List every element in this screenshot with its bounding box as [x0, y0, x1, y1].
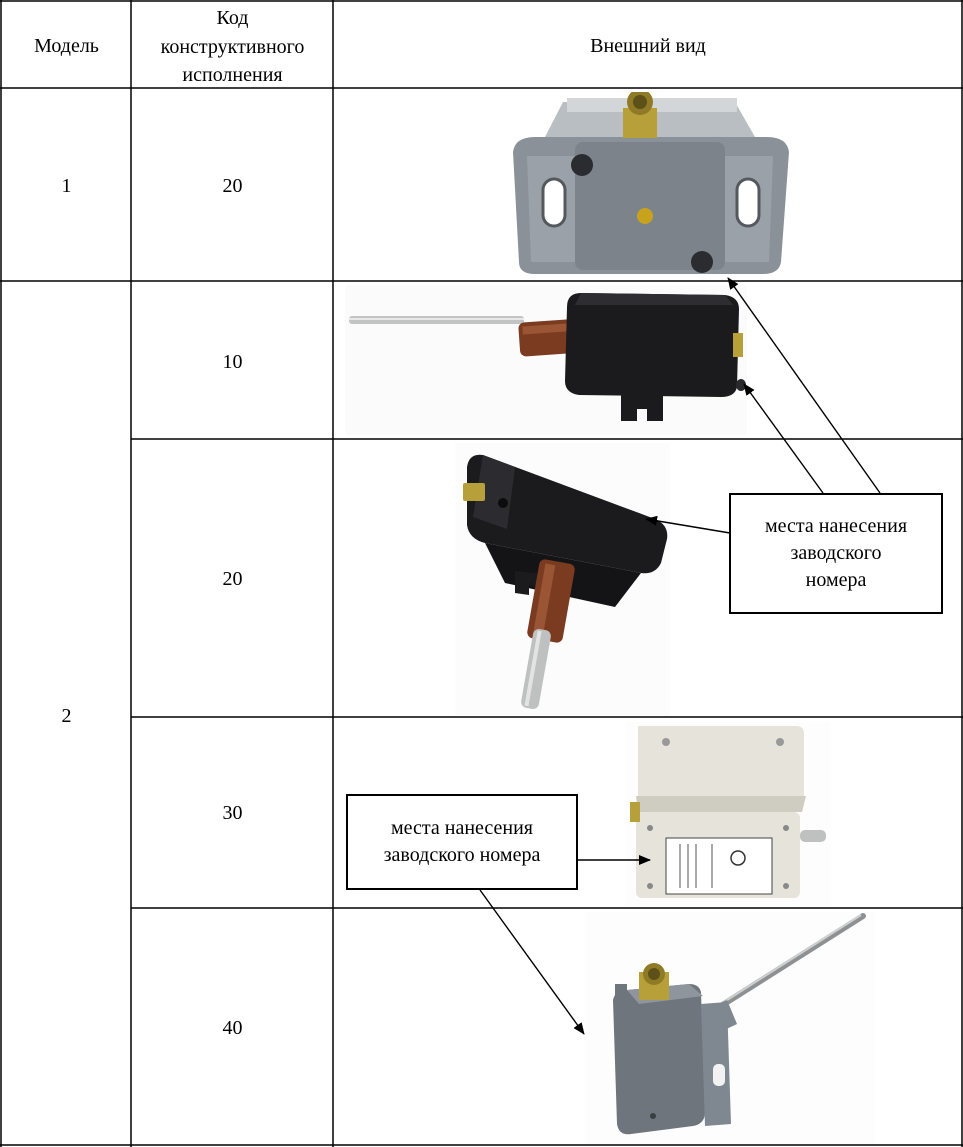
callout-upper-line3: номера	[805, 569, 867, 591]
sensor-black-angled-image	[455, 443, 670, 715]
header-code-line3: исполнения	[182, 64, 283, 86]
row3-code: 20	[222, 568, 243, 590]
callout-lower-line2: заводского номера	[383, 844, 541, 866]
row1-model: 1	[61, 175, 72, 197]
header-model: Модель	[34, 35, 99, 57]
callout-serial-number-upper: места нанесения заводского номера	[729, 493, 943, 614]
row5-code: 40	[222, 1017, 243, 1039]
row4-code: 30	[222, 802, 243, 824]
callout-upper-line1: места нанесения	[764, 515, 908, 537]
sensor-beige-housing-image	[626, 722, 831, 906]
header-code-line2: конструктивного	[160, 36, 305, 58]
sensor-black-probe-image	[345, 285, 747, 435]
callout-serial-number-lower: места нанесения заводского номера	[346, 794, 578, 890]
row2-code: 10	[222, 351, 243, 373]
callout-upper-line2: заводского	[790, 542, 882, 564]
callout-lower-line1: места нанесения	[390, 817, 533, 839]
sensor-gray-housing-image	[513, 92, 789, 274]
header-appearance: Внешний вид	[590, 35, 706, 57]
sensor-gray-long-probe-image	[585, 912, 875, 1144]
row1-code: 20	[222, 175, 243, 197]
header-code-line1: Код	[216, 7, 249, 29]
row2-model: 2	[61, 705, 72, 727]
